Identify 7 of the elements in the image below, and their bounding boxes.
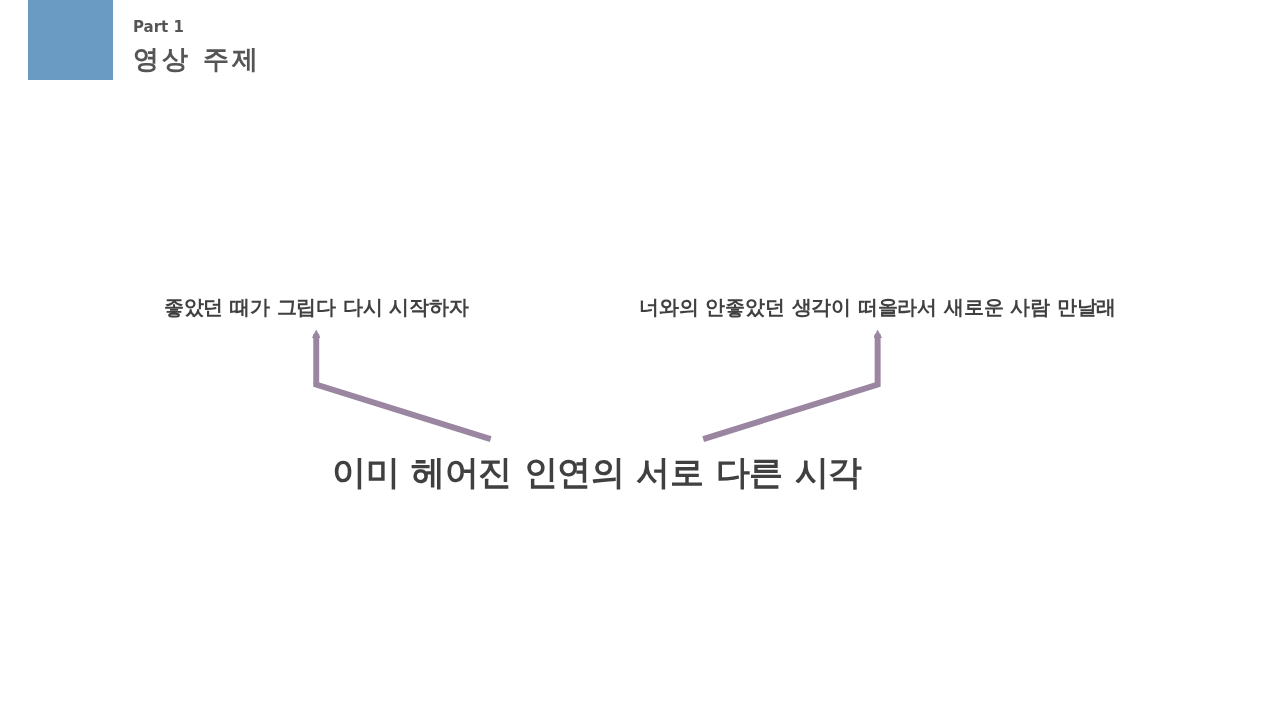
node-text: 너와의 안좋았던 생각이 떠올라서 새로운 사람 만날래 — [639, 295, 1117, 320]
section-label: Part 1 — [133, 18, 184, 36]
node-text: 좋았던 때가 그립다 다시 시작하자 — [163, 295, 469, 320]
arrow — [702, 329, 882, 442]
slide-title: 영상 주제 — [133, 43, 262, 76]
arrow — [311, 329, 492, 442]
node-text: 이미 헤어진 인연의 서로 다른 시각 — [331, 451, 862, 492]
